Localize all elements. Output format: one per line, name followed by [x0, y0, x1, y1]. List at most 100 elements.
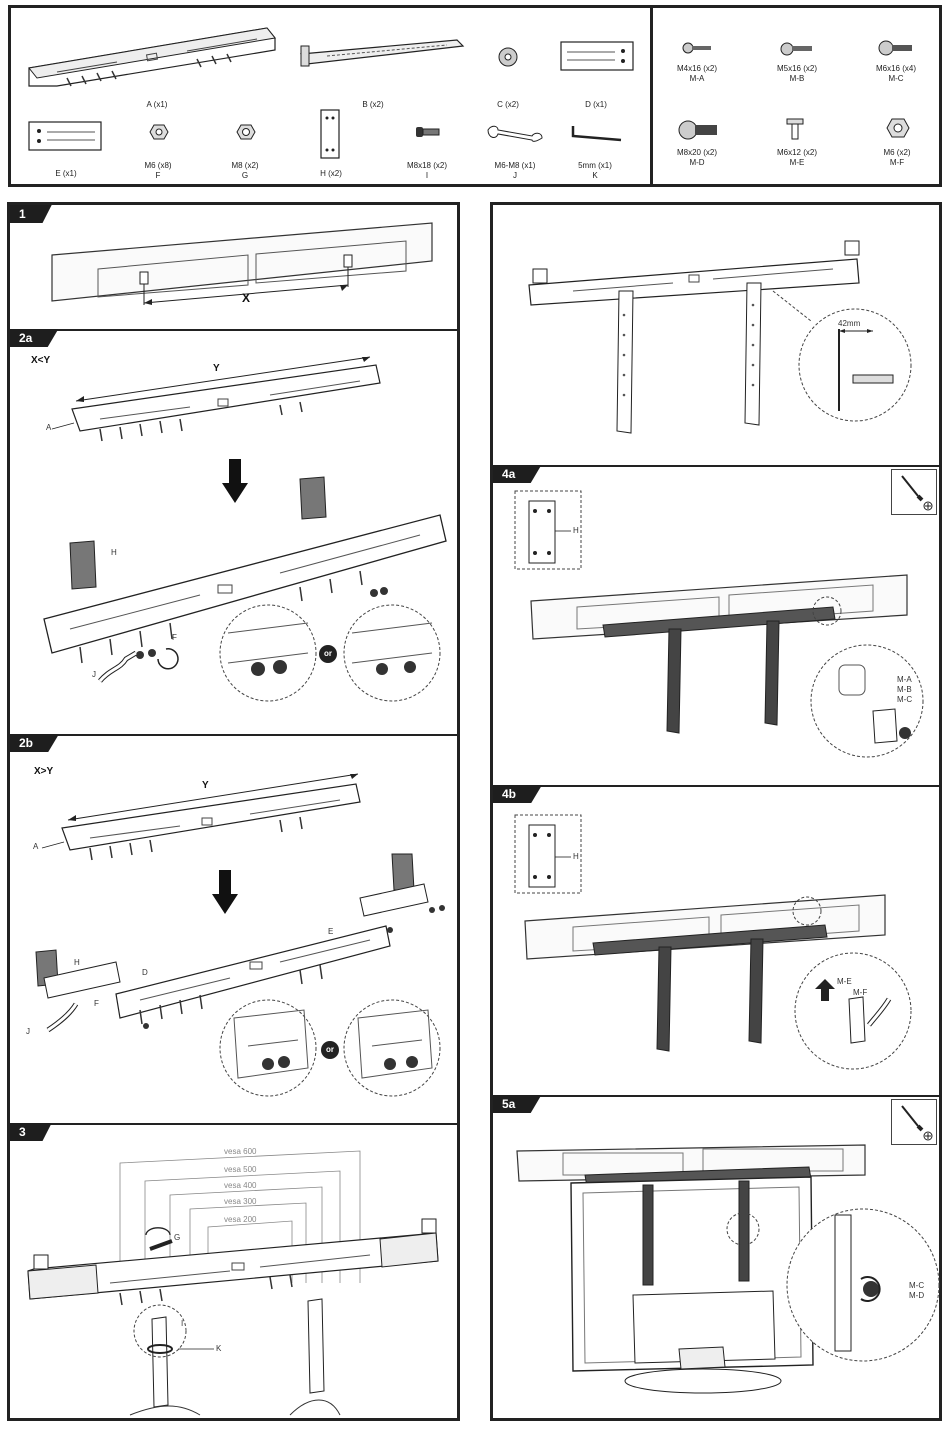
step-2a-detail-1 — [219, 604, 317, 702]
part-i-qty: M8x18 (x2) — [406, 161, 448, 170]
step-2a-f-label: F — [172, 633, 177, 642]
left-column: 1 X 2a X<Y Y A — [7, 202, 460, 1421]
step-4-mm-label: 42mm — [838, 319, 861, 328]
part-f-label: M6 (x8)F — [144, 161, 171, 181]
vesa-brackets — [27, 1150, 439, 1416]
part-k-label: 5mm (x1)K — [578, 161, 612, 181]
part-c-image — [498, 47, 518, 67]
step-2a: 2a X<Y Y A H F J — [10, 329, 457, 736]
part-f-image — [149, 124, 169, 140]
step-3: 3 vesa 6 — [10, 1123, 457, 1418]
parts-divider — [650, 8, 653, 184]
screw-ma-code: M-A — [689, 74, 705, 83]
part-c-label: C (x2) — [497, 100, 519, 109]
step-2a-or-badge: or — [319, 645, 337, 663]
step-4a-mb-label: M-B — [897, 685, 912, 694]
screw-md-image — [678, 120, 717, 140]
screwdriver-icon — [891, 469, 937, 515]
screw-mb-code: M-B — [789, 74, 805, 83]
step-2a-a-label: A — [46, 423, 52, 432]
screw-mb-image — [780, 42, 812, 56]
step-2b: 2b X>Y Y A H D E — [10, 734, 457, 1125]
step-3-tag: 3 — [10, 1123, 52, 1141]
screwdriver-icon-5a — [891, 1099, 937, 1145]
screw-ma-image — [682, 42, 711, 54]
screwdriver-glyph-5a — [901, 1105, 933, 1141]
screw-me-image — [786, 118, 804, 140]
step-2b-or-badge: or — [321, 1041, 339, 1059]
step-2b-tag: 2b — [10, 734, 60, 752]
vesa-500-label: vesa 500 — [224, 1165, 257, 1174]
part-f-code: F — [155, 171, 161, 180]
part-j-qty: M6-M8 (x1) — [494, 161, 536, 170]
step-3-i-label: I — [181, 1319, 184, 1328]
part-g-label: M8 (x2)G — [231, 161, 258, 181]
vesa-400-label: vesa 400 — [224, 1181, 257, 1190]
step-4b-h-label: H — [573, 852, 579, 861]
screw-md-label: M8x20 (x2)M-D — [677, 148, 717, 168]
step-2b-condition: X>Y — [34, 766, 54, 777]
step-2a-rail — [51, 356, 381, 442]
part-j-image — [487, 125, 543, 142]
step-4a-illustration — [514, 490, 924, 758]
part-g-code: G — [241, 171, 249, 180]
step-5a-md-label: M-D — [909, 1291, 925, 1300]
screw-mb-qty: M5x16 (x2) — [776, 64, 818, 73]
step-2b-e-label: E — [328, 927, 334, 936]
down-arrow-icon-2b — [212, 870, 238, 914]
screw-mf-label: M6 (x2)M-F — [883, 148, 910, 168]
part-i-label: M8x18 (x2)I — [407, 161, 447, 181]
part-d-label: D (x1) — [585, 100, 607, 109]
part-d-image — [560, 41, 634, 71]
step-5a-illustration — [516, 1144, 940, 1394]
step-2a-tag: 2a — [10, 329, 59, 347]
part-e-label: E (x1) — [55, 169, 77, 178]
step-3-k-label: K — [216, 1344, 222, 1353]
part-f-qty: M6 (x8) — [144, 161, 172, 170]
screw-mf-code: M-F — [889, 158, 905, 167]
screw-mf-qty: M6 (x2) — [883, 148, 911, 157]
step-3-g-label: G — [174, 1233, 181, 1242]
step-1-tag: 1 — [10, 205, 52, 223]
step-4a: 4a H M-A M-B M-C — [493, 465, 939, 787]
right-column: 42mm 4a H M-A M-B M-C 4b — [490, 202, 942, 1421]
step-4-illustration — [528, 240, 912, 434]
step-5a-mc-label: M-C — [909, 1281, 925, 1290]
step-2b-j-label: J — [26, 1027, 30, 1036]
screw-ma-label: M4x16 (x2)M-A — [677, 64, 717, 84]
part-i-code: I — [425, 171, 429, 180]
vesa-200-label: vesa 200 — [224, 1215, 257, 1224]
step-5a: 5a M-C M-D — [493, 1095, 940, 1418]
step-2a-j-label: J — [92, 670, 96, 679]
step-2b-h-label: H — [74, 958, 80, 967]
screw-mc-qty: M6x16 (x4) — [875, 64, 917, 73]
step-4a-mc-label: M-C — [897, 695, 913, 704]
step-2a-detail-2 — [343, 604, 441, 702]
step-2a-assembly — [43, 476, 447, 683]
part-a-image — [28, 27, 276, 87]
screw-mc-code: M-C — [888, 74, 904, 83]
step-4a-ma-label: M-A — [897, 675, 912, 684]
step-2b-y-label: Y — [202, 780, 209, 791]
step-2b-d-label: D — [142, 968, 148, 977]
step-4a-tag: 4a — [493, 465, 542, 483]
screw-me-label: M6x12 (x2)M-E — [777, 148, 817, 168]
step-2a-condition: X<Y — [31, 355, 51, 366]
part-i-image — [416, 127, 440, 137]
part-a-label: A (x1) — [146, 100, 168, 109]
screwdriver-glyph — [901, 475, 933, 511]
step-4b-me-label: M-E — [837, 977, 852, 986]
step-4: 42mm — [493, 205, 939, 467]
step-1-x-label: X — [242, 291, 251, 305]
part-e-image — [28, 121, 102, 151]
step-2b-rail — [41, 773, 361, 861]
step-2b-assembly — [35, 853, 445, 1033]
parts-panel: A (x1) B (x2) C (x2) D (x1) E (x1) M6 (x… — [8, 5, 942, 187]
down-arrow-icon — [222, 459, 248, 503]
part-h-label: H (x2) — [320, 169, 342, 178]
step-4b: 4b H M-E M-F — [493, 785, 939, 1097]
screw-mc-image — [878, 40, 912, 56]
screw-me-qty: M6x12 (x2) — [776, 148, 818, 157]
step-2b-detail-1 — [219, 999, 317, 1097]
screw-md-code: M-D — [689, 158, 705, 167]
